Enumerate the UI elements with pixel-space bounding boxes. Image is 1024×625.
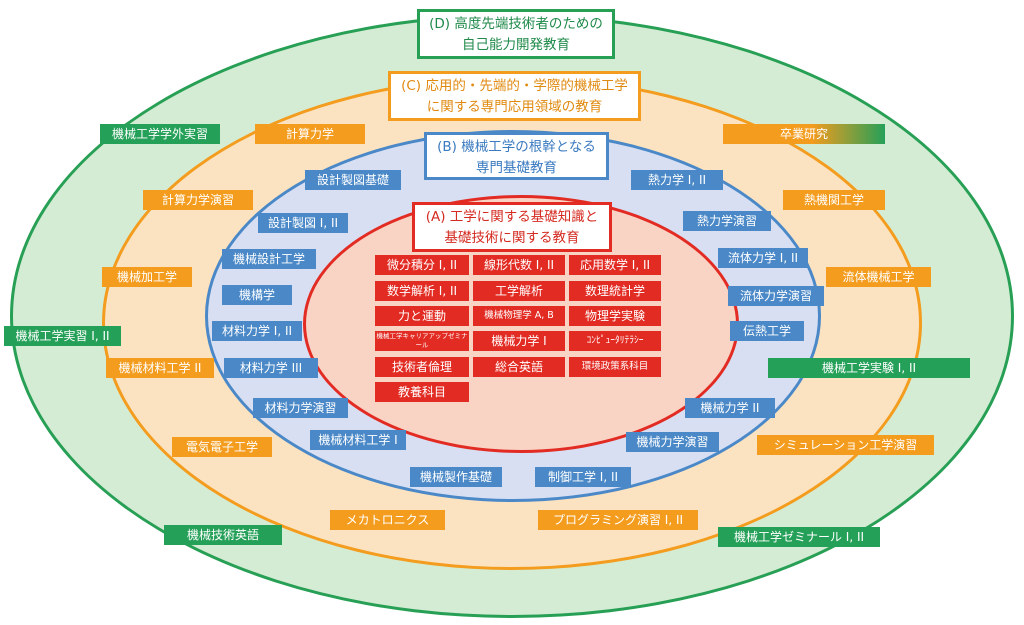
- layer-a-heading: (A) 工学に関する基礎知識と 基礎技術に関する教育: [412, 202, 612, 252]
- course-tag: 設計製図基礎: [305, 170, 401, 190]
- course-tag: 伝熱工学: [730, 321, 804, 341]
- course-tag: 応用数学 I, II: [569, 255, 661, 275]
- course-tag: 計算力学演習: [143, 190, 253, 210]
- course-tag: 材料力学演習: [253, 398, 348, 418]
- course-tag: 熱力学 I, II: [631, 170, 723, 190]
- course-tag: 電気電子工学: [172, 437, 272, 457]
- course-tag: 技術者倫理: [375, 357, 469, 377]
- course-tag: 数学解析 I, II: [375, 281, 469, 301]
- course-tag: シミュレーション工学演習: [757, 435, 934, 455]
- course-tag: 制御工学 I, II: [535, 467, 631, 487]
- course-tag: 機械物理学 A, B: [473, 306, 565, 326]
- course-tag: 機械工学実験 I, II: [768, 358, 970, 378]
- course-tag: 機械力学 II: [685, 398, 775, 418]
- course-tag: 材料力学 III: [224, 358, 318, 378]
- course-tag: 設計製図 I, II: [258, 213, 348, 233]
- course-tag: 教養科目: [375, 382, 469, 402]
- course-tag: 機構学: [222, 285, 292, 305]
- course-tag: 機械製作基礎: [410, 467, 502, 487]
- course-tag: 機械材料工学 I: [310, 430, 406, 450]
- course-tag: 環境政策系科目: [569, 357, 661, 377]
- course-tag: 物理学実験: [569, 306, 661, 326]
- layer-d-heading-line1: (D) 高度先端技術者のための: [429, 16, 603, 32]
- course-tag: プログラミング演習 I, II: [538, 510, 698, 530]
- course-tag: 機械技術英語: [164, 525, 282, 545]
- layer-c-heading-line1: (C) 応用的・先端的・学際的機械工学: [401, 78, 628, 94]
- layer-c-heading: (C) 応用的・先端的・学際的機械工学 に関する専門応用領域の教育: [388, 71, 641, 121]
- layer-b-heading-line1: (B) 機械工学の根幹となる: [437, 139, 596, 155]
- layer-b-heading: (B) 機械工学の根幹となる 専門基礎教育: [424, 132, 609, 180]
- course-tag: 機械材料工学 II: [106, 358, 214, 378]
- course-tag: 計算力学: [255, 124, 365, 144]
- layer-d-heading: (D) 高度先端技術者のための 自己能力開発教育: [417, 9, 615, 59]
- course-tag: 数理統計学: [569, 281, 661, 301]
- course-tag: 微分積分 I, II: [375, 255, 469, 275]
- course-tag: 機械力学 I: [473, 331, 565, 351]
- course-tag: 流体機械工学: [826, 267, 931, 287]
- course-tag: 熱力学演習: [683, 211, 771, 231]
- course-tag: 機械設計工学: [222, 249, 316, 269]
- course-tag: ｺﾝﾋﾟｭｰﾀﾘﾃﾗｼｰ: [569, 331, 661, 351]
- layer-a-heading-line2: 基礎技術に関する教育: [444, 230, 580, 246]
- course-tag: 機械工学学外実習: [100, 124, 220, 144]
- course-tag: 機械力学演習: [626, 432, 719, 452]
- course-tag: 流体力学 I, II: [718, 248, 808, 268]
- course-tag: 熱機関工学: [783, 190, 885, 210]
- layer-b-heading-line2: 専門基礎教育: [476, 160, 557, 176]
- course-tag: 流体力学演習: [728, 286, 824, 306]
- layer-d-heading-line2: 自己能力開発教育: [462, 37, 570, 53]
- course-tag: 機械工学実習 I, II: [4, 326, 121, 346]
- course-tag: 力と運動: [375, 306, 469, 326]
- course-tag: 工学解析: [473, 281, 565, 301]
- course-tag: 機械工学キャリアアップゼミナール: [375, 331, 469, 351]
- course-tag: 機械工学ゼミナール I, II: [718, 527, 880, 547]
- course-tag: 卒業研究: [723, 124, 885, 144]
- course-tag: 材料力学 I, II: [212, 321, 302, 341]
- course-tag: 機械加工学: [102, 267, 192, 287]
- course-tag: 線形代数 I, II: [473, 255, 565, 275]
- course-tag: 総合英語: [473, 357, 565, 377]
- layer-a-heading-line1: (A) 工学に関する基礎知識と: [425, 209, 599, 225]
- course-tag: メカトロニクス: [330, 510, 445, 530]
- layer-c-heading-line2: に関する専門応用領域の教育: [426, 99, 603, 115]
